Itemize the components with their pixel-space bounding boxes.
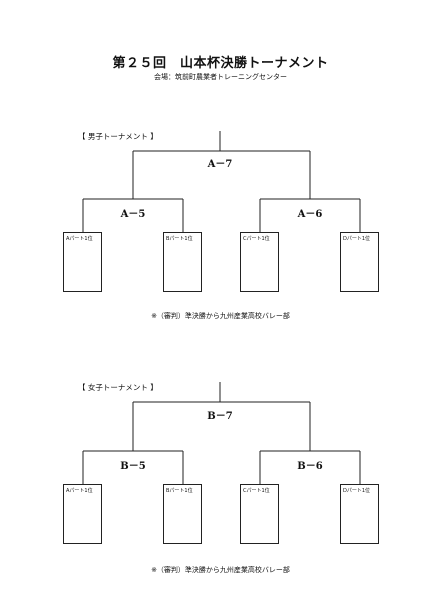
mens-semi-right-label: A－6	[297, 209, 323, 220]
womens-referee-note: ※（審判）準決勝から九州産業高校バレー部	[151, 566, 290, 574]
pool-label: Dパート1位	[343, 236, 371, 242]
pool-box-b: Bパート1位	[163, 232, 202, 292]
pool-label: Bパート1位	[166, 488, 193, 494]
womens-final-label: B－7	[207, 411, 233, 422]
pool-box-b: Bパート1位	[163, 484, 202, 544]
pool-label: Cパート1位	[243, 488, 270, 494]
womens-bracket-lines	[82, 382, 361, 484]
pool-label: Aパート1位	[66, 488, 93, 494]
womens-semi-left-label: B－5	[120, 461, 146, 472]
pool-box-c: Cパート1位	[240, 232, 279, 292]
pool-box-d: Dパート1位	[340, 484, 379, 544]
pool-box-d: Dパート1位	[340, 232, 379, 292]
womens-section-label: 【 女子トーナメント 】	[78, 383, 158, 392]
mens-referee-note: ※（審判）準決勝から九州産業高校バレー部	[151, 312, 290, 320]
mens-section-label: 【 男子トーナメント 】	[78, 132, 158, 141]
mens-semi-left-label: A－5	[120, 209, 146, 220]
pool-label: Cパート1位	[243, 236, 270, 242]
mens-bracket-lines	[82, 131, 361, 232]
pool-label: Dパート1位	[343, 488, 371, 494]
pool-box-a: Aパート1位	[63, 232, 102, 292]
mens-final-label: A－7	[207, 159, 233, 170]
pool-box-c: Cパート1位	[240, 484, 279, 544]
pool-label: Bパート1位	[166, 236, 193, 242]
page-title: 第２５回 山本杯決勝トーナメント	[112, 56, 329, 71]
pool-label: Aパート1位	[66, 236, 93, 242]
womens-semi-right-label: B－6	[297, 461, 323, 472]
pool-box-a: Aパート1位	[63, 484, 102, 544]
venue-text: 会場：筑前町農業者トレーニングセンター	[154, 73, 287, 81]
